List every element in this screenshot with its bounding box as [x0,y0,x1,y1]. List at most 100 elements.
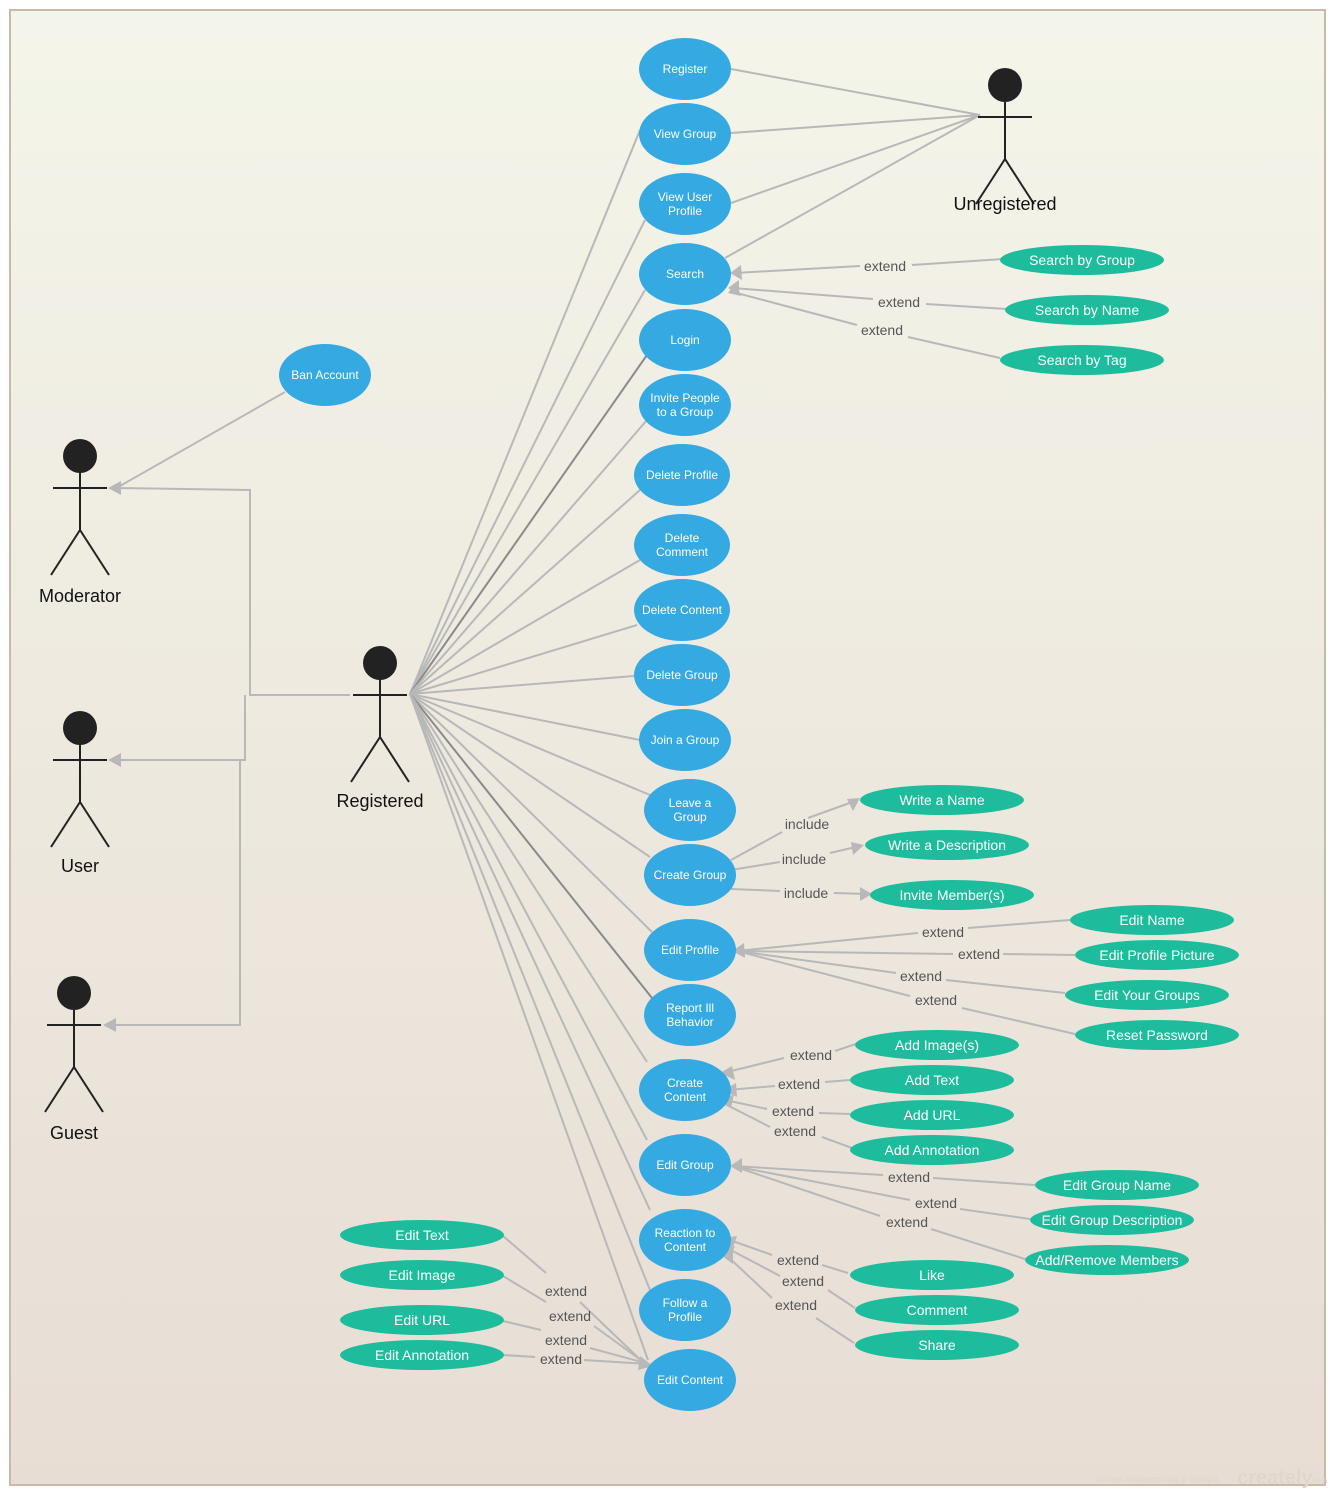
extend-label: extend [915,992,957,1008]
sub-case-search-by-tag: Search by Tag [1000,345,1164,375]
sub-case-label: Edit URL [394,1312,450,1328]
actor-head [57,976,91,1010]
extend-label: extend [864,258,906,274]
extend-label: extend [782,1273,824,1289]
sub-case-label: Edit Text [395,1227,449,1243]
sub-case-label: Write a Description [888,837,1006,853]
use-case-ban-account: Ban Account [279,344,371,406]
sub-case-label: Edit Group Description [1042,1212,1183,1228]
extend-label: extend [888,1169,930,1185]
sub-case-add-annotation: Add Annotation [850,1135,1014,1165]
watermark: [online diagramming & design] creately .… [1097,1467,1328,1489]
extend-label: extend [778,1076,820,1092]
sub-case-label: Add URL [904,1107,961,1123]
actor-guest: Guest [44,976,104,1143]
use-case-ellipse [639,1059,731,1121]
actor-head [988,68,1022,102]
sub-case-ellipse [860,785,1024,815]
include-label: include [784,885,829,901]
use-case-ellipse [639,1209,731,1271]
sub-case-edit-annotation: Edit Annotation [340,1340,504,1370]
sub-case-edit-group-description: Edit Group Description [1030,1205,1194,1235]
use-case-ellipse [634,579,730,641]
extend-arrow-search-3 [728,282,741,296]
sub-case-ellipse [1075,940,1239,970]
sub-case-ellipse [855,1330,1019,1360]
sub-case-label: Edit Image [389,1267,456,1283]
sub-case-label: Edit Name [1119,912,1185,928]
sub-case-label: Edit Group Name [1063,1177,1171,1193]
sub-case-edit-url: Edit URL [340,1305,504,1335]
actor-label: Guest [50,1123,98,1143]
use-case-label: Content [664,1240,707,1254]
generalization-arrow-user [108,753,121,767]
connector-lines [110,68,1076,1369]
sub-case-edit-text: Edit Text [340,1220,504,1250]
sub-case-reset-password: Reset Password [1075,1020,1239,1050]
use-case-ellipse [279,344,371,406]
extend-label: extend [922,924,964,940]
use-case-label: Delete Profile [646,468,718,482]
use-case-label: Content [664,1090,707,1104]
extend-arrow-reaction-3 [722,1250,733,1264]
use-case-ellipse [644,844,736,906]
sub-case-write-description: Write a Description [865,830,1029,860]
use-case-label: Comment [656,545,709,559]
sub-case-label: Add Image(s) [895,1037,979,1053]
include-arrow-write-name [847,798,860,811]
use-case-label: Follow a [663,1296,708,1310]
extend-label: extend [540,1351,582,1367]
use-case-ellipse [644,919,736,981]
sub-case-edit-name: Edit Name [1070,905,1234,935]
use-case-search: Search [639,243,731,305]
use-case-ellipse [639,309,731,371]
sub-case-comment: Comment [855,1295,1019,1325]
extend-label: extend [775,1297,817,1313]
use-case-ellipse [639,709,731,771]
sub-case-search-by-group: Search by Group [1000,245,1164,275]
extend-label: extend [915,1195,957,1211]
use-case-label: Delete [665,531,700,545]
use-case-ellipse [644,1349,736,1411]
sub-case-label: Edit Annotation [375,1347,469,1363]
use-case-ellipse [639,1134,731,1196]
sub-case-label: Edit Profile Picture [1099,947,1214,963]
sub-case-label: Comment [907,1302,968,1318]
sub-case-like: Like [850,1260,1014,1290]
use-case-ellipse [634,514,730,576]
sub-case-edit-group-name: Edit Group Name [1035,1170,1199,1200]
extend-arrow-edit-profile [732,943,745,958]
use-case-view-group: View Group [639,103,731,165]
use-case-delete-profile: Delete Profile [634,444,730,506]
use-case-label: Edit Content [657,1373,724,1387]
sub-case-ellipse [870,880,1034,910]
sub-case-ellipse [855,1030,1019,1060]
use-case-label: Reaction to [655,1226,716,1240]
extend-label: extend [549,1308,591,1324]
use-case-ellipse [639,243,731,305]
include-arrow-invite-members [860,887,872,901]
extend-arrow-edit-group [730,1158,742,1173]
sub-case-ellipse [1000,345,1164,375]
use-case-label: Profile [668,204,702,218]
actor-label: Moderator [39,586,121,606]
sub-case-label: Add Annotation [885,1142,980,1158]
sub-case-edit-profile-picture: Edit Profile Picture [1075,940,1239,970]
extend-label: extend [886,1214,928,1230]
sub-case-ellipse [1025,1245,1189,1275]
extend-label: extend [545,1332,587,1348]
sub-case-ellipse [1030,1205,1194,1235]
actor-body [50,473,110,576]
sub-case-label: Invite Member(s) [899,887,1004,903]
sub-case-ellipse [850,1100,1014,1130]
sub-case-label: Search by Name [1035,302,1139,318]
use-case-ellipse [634,644,730,706]
